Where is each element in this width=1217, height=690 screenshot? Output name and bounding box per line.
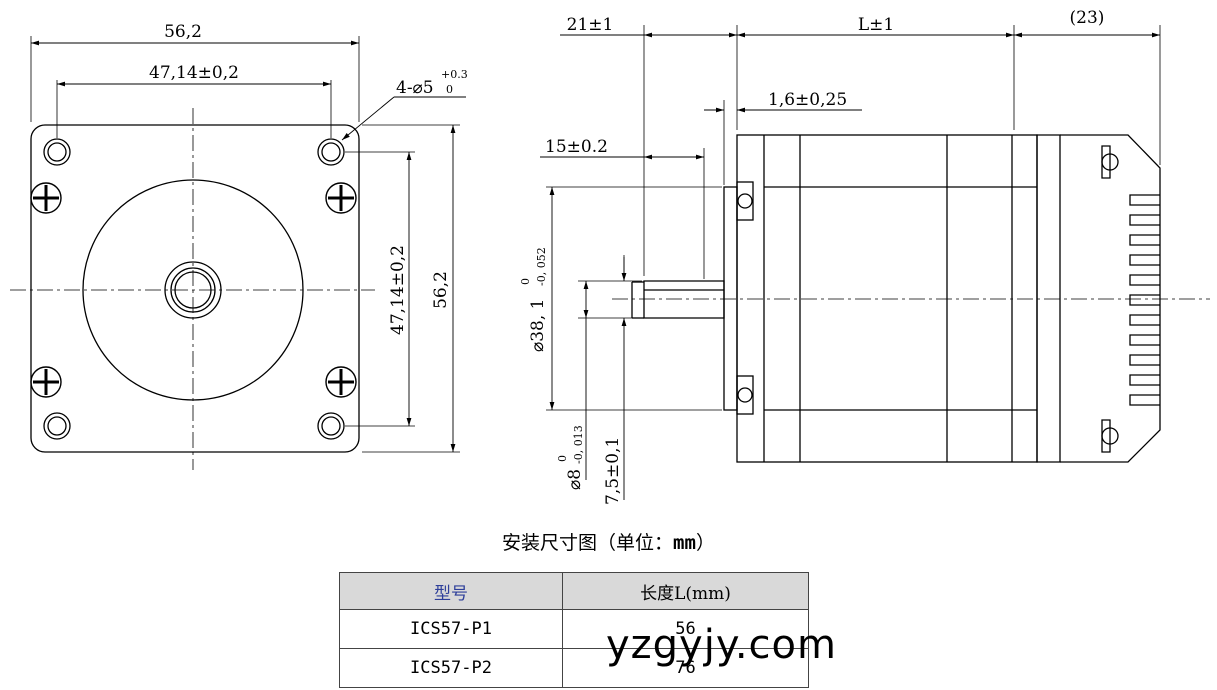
front-width-label: 56,2 — [164, 22, 202, 42]
shaft-tol-lower: -0, 013 — [572, 425, 585, 464]
hole-callout-label: 4-⌀5 — [396, 78, 434, 98]
motor-body — [736, 134, 1038, 463]
caption-unit: mm — [673, 532, 696, 554]
table-row: ICS57-P2 76 — [339, 648, 809, 688]
shaft-diameter-label: ⌀8 — [565, 469, 585, 490]
cell-length: 76 — [562, 648, 809, 688]
front-hole-spacing-h-label: 47,14±0,2 — [149, 63, 239, 83]
side-view — [540, 25, 1210, 500]
watermark-text: yzgyjy.com — [606, 622, 837, 668]
cell-model: ICS57-P1 — [339, 609, 563, 649]
cell-model: ICS57-P2 — [339, 648, 563, 688]
model-length-table: 型号 长度L(mm) ICS57-P1 56 ICS57-P2 76 — [339, 572, 809, 688]
header-model: 型号 — [339, 572, 563, 610]
mounting-dimension-drawing: 56,2 47,14±0,2 47,14±0,2 56,2 4-⌀5 +0.3 … — [10, 8, 1210, 505]
shaft-tol-upper: 0 — [556, 455, 569, 462]
pilot-diameter-label: ⌀38, 1 — [528, 299, 548, 353]
hole-tol-upper: +0.3 — [441, 68, 468, 81]
front-flange-outline — [30, 124, 360, 453]
shaft — [643, 280, 725, 319]
pilot-circle — [82, 179, 304, 401]
hole-tol-lower: 0 — [446, 83, 453, 96]
pilot-tol-lower: -0, 052 — [535, 247, 548, 286]
shaft-circle — [164, 261, 222, 319]
pilot-tol-upper: 0 — [519, 278, 532, 285]
header-length: 长度L(mm) — [562, 572, 809, 610]
rear-cover — [1036, 134, 1061, 463]
flat-length-label: 15±0.2 — [545, 137, 608, 157]
shaft-length-label: 21±1 — [567, 15, 614, 35]
screw-head-icon — [30, 182, 357, 398]
front-hole-spacing-v-label: 47,14±0,2 — [388, 245, 408, 335]
heat-sink-fins — [1129, 194, 1160, 406]
flange-thickness-label: 1,6±0,25 — [768, 90, 847, 110]
front-height-label: 56,2 — [431, 271, 451, 309]
caption-text: 安装尺寸图（单位： — [502, 532, 674, 554]
front-view — [10, 36, 466, 470]
flat-depth-label: 7,5±0,1 — [603, 437, 623, 505]
pilot-boss — [723, 186, 738, 411]
mounting-hole-icon — [43, 138, 345, 440]
caption-close: ） — [695, 532, 715, 554]
body-length-label: L±1 — [858, 15, 894, 35]
drawing-caption: 安装尺寸图（单位：mm） — [0, 528, 1217, 555]
rear-length-label: (23) — [1070, 8, 1105, 28]
table-header-row: 型号 长度L(mm) — [339, 572, 809, 610]
